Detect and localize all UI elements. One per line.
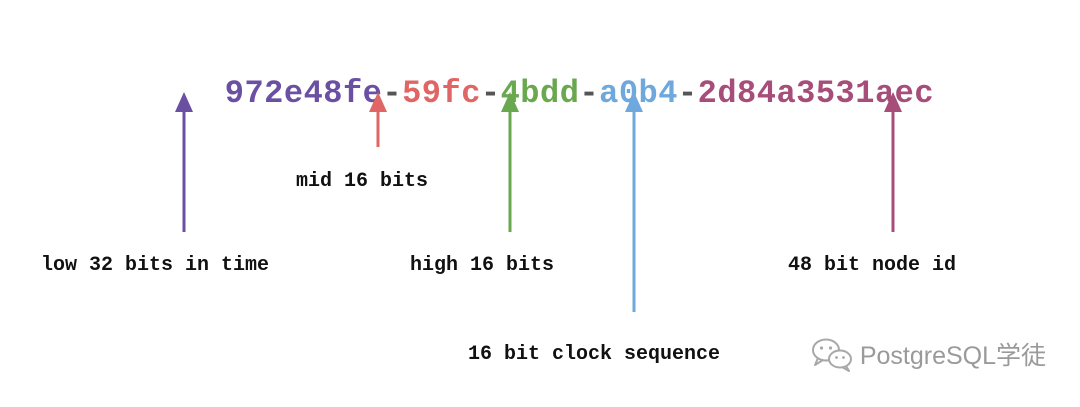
arrow-clock (625, 92, 643, 312)
uuid-part-time-mid: 59fc (402, 75, 481, 112)
uuid-separator: - (382, 75, 403, 112)
label-low: low 32 bits in time (41, 254, 270, 277)
wechat-icon (810, 336, 854, 372)
uuid-part-time-low: 972e48fe (224, 75, 383, 112)
label-node: 48 bit node id (788, 254, 957, 277)
uuid-separator: - (480, 75, 501, 112)
uuid-separator: - (579, 75, 600, 112)
label-high: high 16 bits (410, 254, 555, 277)
arrow-low (175, 92, 193, 232)
watermark-text: PostgreSQL学徒 (859, 342, 1046, 370)
label-clock: 16 bit clock sequence (468, 343, 721, 366)
arrow-mid (369, 92, 387, 147)
label-mid: mid 16 bits (296, 170, 429, 193)
uuid-separator: - (677, 75, 698, 112)
arrow-high (501, 92, 519, 232)
watermark: PostgreSQL学徒 (810, 336, 1046, 372)
arrow-node (884, 92, 902, 232)
